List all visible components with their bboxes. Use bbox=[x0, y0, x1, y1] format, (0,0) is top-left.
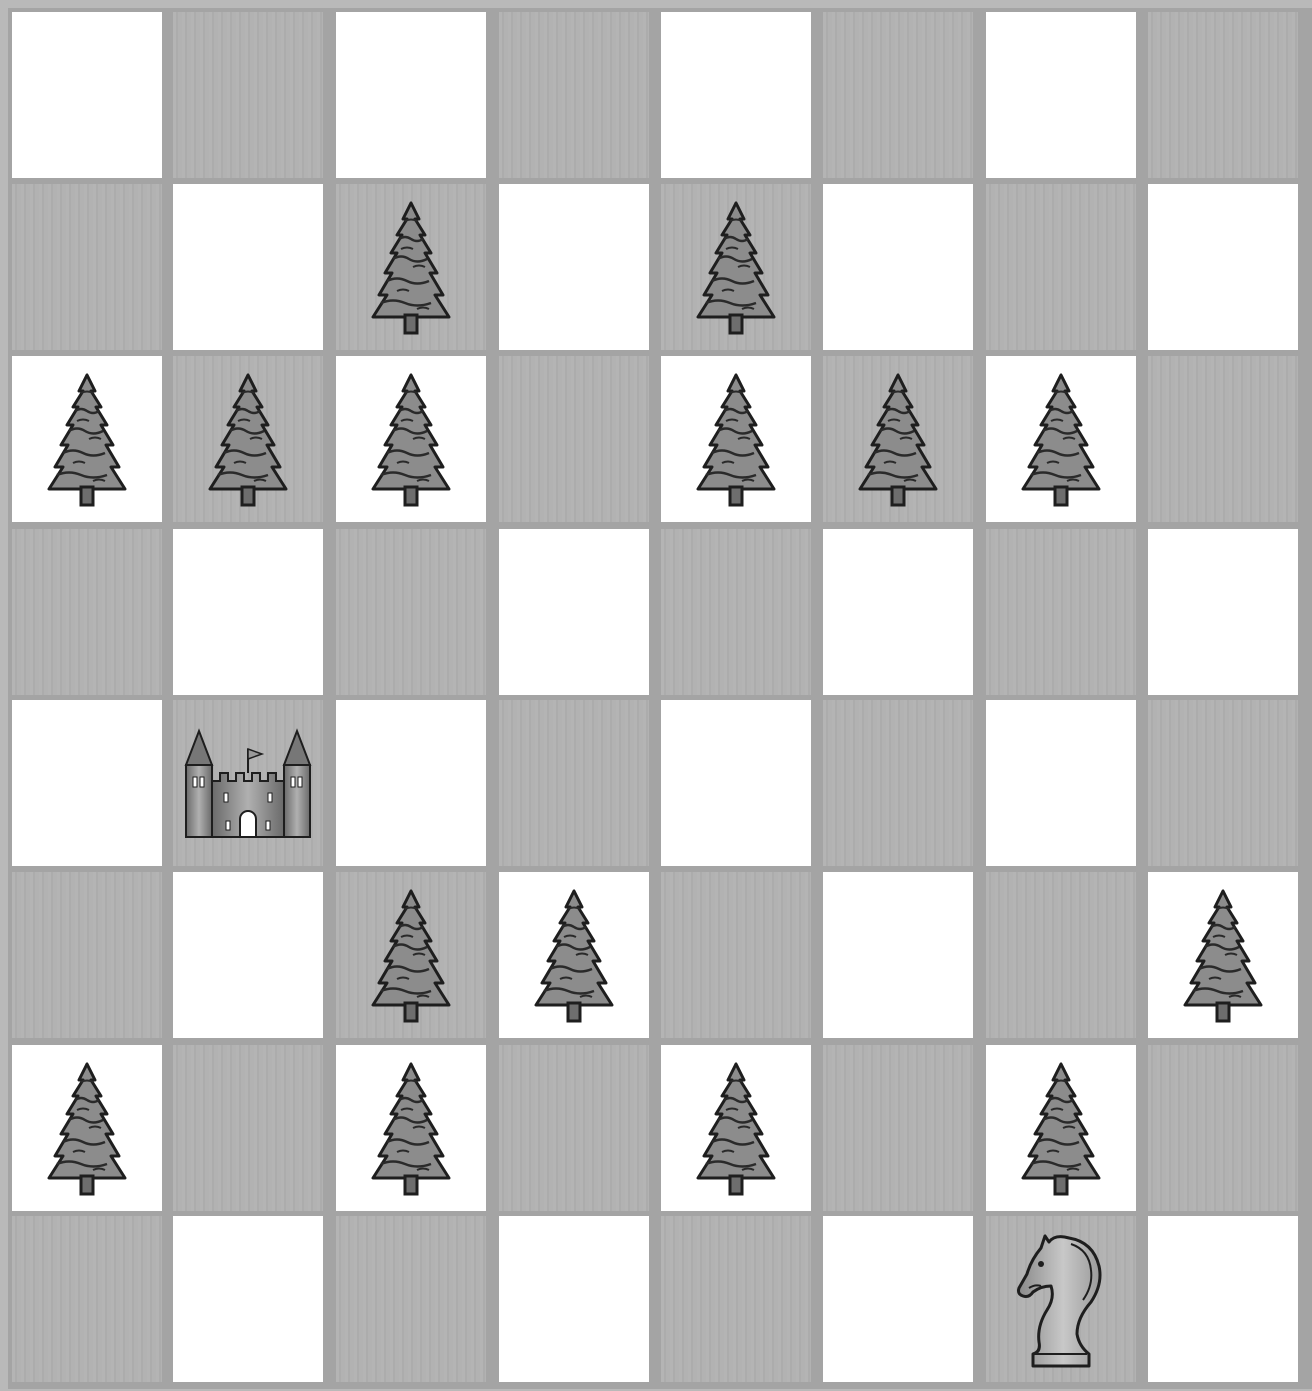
square-r2-c0[interactable] bbox=[12, 356, 162, 522]
square-r6-c1[interactable] bbox=[173, 1045, 323, 1211]
square-r7-c1[interactable] bbox=[173, 1216, 323, 1382]
square-r4-c2[interactable] bbox=[336, 700, 486, 866]
square-r5-c0[interactable] bbox=[12, 872, 162, 1038]
pine-tree-icon bbox=[532, 887, 616, 1023]
square-r3-c4[interactable] bbox=[661, 529, 811, 695]
pine-tree-icon bbox=[1181, 887, 1265, 1023]
square-r5-c2[interactable] bbox=[336, 872, 486, 1038]
square-r2-c4[interactable] bbox=[661, 356, 811, 522]
square-r1-c6[interactable] bbox=[986, 184, 1136, 350]
square-r6-c0[interactable] bbox=[12, 1045, 162, 1211]
square-r7-c0[interactable] bbox=[12, 1216, 162, 1382]
pine-tree-icon bbox=[856, 371, 940, 507]
square-r2-c5[interactable] bbox=[823, 356, 973, 522]
square-r2-c6[interactable] bbox=[986, 356, 1136, 522]
pine-tree-icon bbox=[45, 371, 129, 507]
pine-tree-icon bbox=[369, 371, 453, 507]
square-r0-c7[interactable] bbox=[1148, 12, 1298, 178]
square-r7-c3[interactable] bbox=[499, 1216, 649, 1382]
castle-icon bbox=[182, 727, 314, 839]
square-r1-c2[interactable] bbox=[336, 184, 486, 350]
square-r3-c5[interactable] bbox=[823, 529, 973, 695]
knight-icon[interactable] bbox=[1011, 1230, 1111, 1368]
square-r6-c3[interactable] bbox=[499, 1045, 649, 1211]
square-r2-c1[interactable] bbox=[173, 356, 323, 522]
pine-tree-icon bbox=[369, 199, 453, 335]
square-r1-c7[interactable] bbox=[1148, 184, 1298, 350]
pine-tree-icon bbox=[1019, 371, 1103, 507]
pine-tree-icon bbox=[45, 1060, 129, 1196]
square-r2-c7[interactable] bbox=[1148, 356, 1298, 522]
pine-tree-icon bbox=[1019, 1060, 1103, 1196]
square-r4-c1[interactable] bbox=[173, 700, 323, 866]
square-r6-c5[interactable] bbox=[823, 1045, 973, 1211]
square-r4-c4[interactable] bbox=[661, 700, 811, 866]
square-r4-c0[interactable] bbox=[12, 700, 162, 866]
square-r5-c6[interactable] bbox=[986, 872, 1136, 1038]
square-r4-c6[interactable] bbox=[986, 700, 1136, 866]
square-r4-c5[interactable] bbox=[823, 700, 973, 866]
pine-tree-icon bbox=[206, 371, 290, 507]
square-r7-c7[interactable] bbox=[1148, 1216, 1298, 1382]
square-r0-c2[interactable] bbox=[336, 12, 486, 178]
square-r3-c3[interactable] bbox=[499, 529, 649, 695]
square-r1-c3[interactable] bbox=[499, 184, 649, 350]
square-r2-c3[interactable] bbox=[499, 356, 649, 522]
square-r1-c5[interactable] bbox=[823, 184, 973, 350]
square-r0-c6[interactable] bbox=[986, 12, 1136, 178]
square-r7-c2[interactable] bbox=[336, 1216, 486, 1382]
square-r5-c7[interactable] bbox=[1148, 872, 1298, 1038]
square-r4-c7[interactable] bbox=[1148, 700, 1298, 866]
square-r7-c4[interactable] bbox=[661, 1216, 811, 1382]
square-r4-c3[interactable] bbox=[499, 700, 649, 866]
square-r6-c2[interactable] bbox=[336, 1045, 486, 1211]
square-r3-c1[interactable] bbox=[173, 529, 323, 695]
game-board bbox=[8, 8, 1312, 1389]
square-r3-c2[interactable] bbox=[336, 529, 486, 695]
square-r3-c0[interactable] bbox=[12, 529, 162, 695]
square-r5-c4[interactable] bbox=[661, 872, 811, 1038]
square-r5-c3[interactable] bbox=[499, 872, 649, 1038]
square-r0-c3[interactable] bbox=[499, 12, 649, 178]
square-r5-c5[interactable] bbox=[823, 872, 973, 1038]
pine-tree-icon bbox=[369, 1060, 453, 1196]
square-r5-c1[interactable] bbox=[173, 872, 323, 1038]
square-r3-c6[interactable] bbox=[986, 529, 1136, 695]
pine-tree-icon bbox=[694, 199, 778, 335]
square-r1-c0[interactable] bbox=[12, 184, 162, 350]
square-r0-c0[interactable] bbox=[12, 12, 162, 178]
square-r0-c5[interactable] bbox=[823, 12, 973, 178]
square-r1-c4[interactable] bbox=[661, 184, 811, 350]
square-r2-c2[interactable] bbox=[336, 356, 486, 522]
square-r7-c6[interactable] bbox=[986, 1216, 1136, 1382]
square-r0-c4[interactable] bbox=[661, 12, 811, 178]
pine-tree-icon bbox=[369, 887, 453, 1023]
square-r6-c4[interactable] bbox=[661, 1045, 811, 1211]
square-r6-c6[interactable] bbox=[986, 1045, 1136, 1211]
pine-tree-icon bbox=[694, 1060, 778, 1196]
square-r1-c1[interactable] bbox=[173, 184, 323, 350]
square-r7-c5[interactable] bbox=[823, 1216, 973, 1382]
pine-tree-icon bbox=[694, 371, 778, 507]
square-r0-c1[interactable] bbox=[173, 12, 323, 178]
square-r3-c7[interactable] bbox=[1148, 529, 1298, 695]
square-r6-c7[interactable] bbox=[1148, 1045, 1298, 1211]
